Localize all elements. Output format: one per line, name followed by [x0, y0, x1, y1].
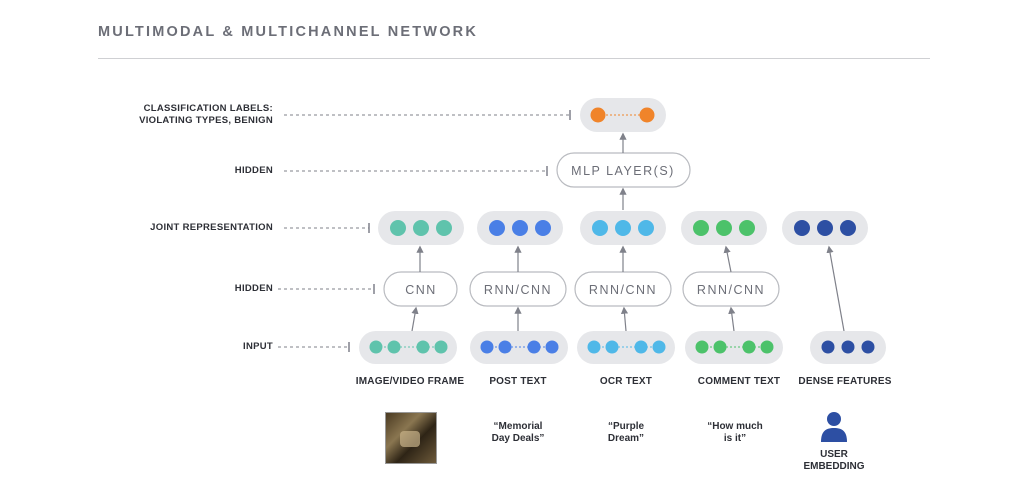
row-connectors — [278, 114, 570, 348]
row-label-joint: JOINT REPRESENTATION — [150, 222, 273, 233]
joint-node-comment — [681, 211, 767, 245]
input-node-image — [359, 331, 457, 364]
joint-node-image — [378, 211, 464, 245]
input-node-comment — [685, 331, 783, 364]
row-label-hidden-bottom: HIDDEN — [234, 283, 273, 294]
hidden-row — [383, 271, 780, 307]
user-icon — [821, 412, 847, 442]
input-node-post — [470, 331, 568, 364]
joint-node-post — [477, 211, 563, 245]
column-label-post: POST TEXT — [489, 376, 547, 387]
arrow-input-comment — [728, 306, 736, 332]
hidden-label-image: CNN — [405, 283, 437, 297]
hidden-label-comment: RNN/CNN — [697, 283, 765, 297]
page-title: MULTIMODAL & MULTICHANNEL NETWORK — [98, 24, 479, 40]
joint-representation-row — [378, 211, 868, 245]
column-label-dense: DENSE FEATURES — [798, 376, 892, 387]
joint-node-ocr — [580, 211, 666, 245]
column-label-comment: COMMENT TEXT — [697, 376, 781, 387]
mlp-label: MLP LAYER(S) — [571, 164, 675, 178]
input-row — [359, 331, 886, 364]
column-label-ocr: OCR TEXT — [599, 376, 653, 387]
arrow-input-ocr — [620, 306, 629, 332]
input-node-dense — [810, 331, 886, 364]
hidden-label-post: RNN/CNN — [484, 283, 552, 297]
hidden-label-ocr: RNN/CNN — [589, 283, 657, 297]
row-label-hidden-top: HIDDEN — [234, 165, 273, 176]
arrow-comment-to-joint — [723, 245, 732, 273]
column-label-image: IMAGE/VIDEO FRAME — [355, 376, 465, 387]
output-node — [580, 98, 666, 132]
title-divider — [98, 58, 930, 59]
row-label-classification: CLASSIFICATION LABELS: VIOLATING TYPES, … — [139, 103, 273, 126]
row-label-input: INPUT — [243, 341, 273, 352]
arrow-input-image — [411, 306, 419, 332]
image-thumbnail-icon — [385, 412, 437, 464]
arrow-dense-to-joint — [826, 245, 845, 332]
joint-node-dense — [782, 211, 868, 245]
input-node-ocr — [577, 331, 675, 364]
